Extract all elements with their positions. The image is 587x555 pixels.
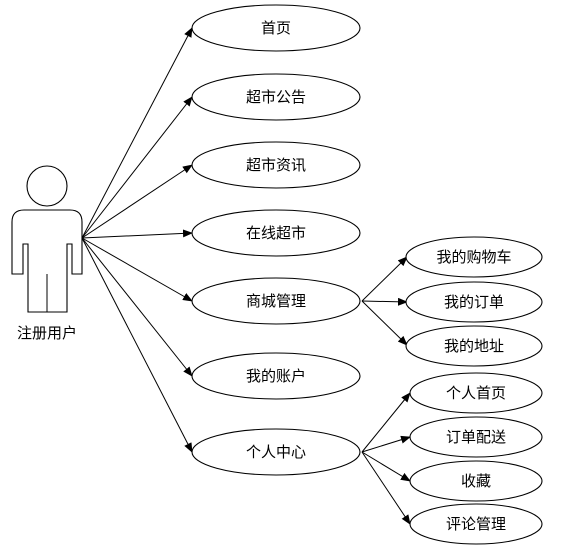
use-case-favorites[interactable]: 收藏 bbox=[409, 460, 543, 502]
main-use-cases: 首页 超市公告 超市资讯 在线超市 商城管理 我的账户 个人中心 bbox=[191, 4, 361, 476]
use-case-notice[interactable]: 超市公告 bbox=[191, 73, 361, 121]
association-arrows bbox=[81, 27, 411, 525]
arrow-to-account bbox=[81, 237, 193, 377]
arrow-to-online bbox=[81, 229, 193, 239]
arrow-to-profile bbox=[361, 392, 411, 453]
use-case-center[interactable]: 个人中心 bbox=[191, 428, 361, 476]
use-case-news-label: 超市资讯 bbox=[246, 156, 306, 174]
arrow-to-favorites bbox=[361, 451, 411, 482]
use-case-address[interactable]: 我的地址 bbox=[405, 325, 543, 367]
use-case-home[interactable]: 首页 bbox=[191, 4, 361, 52]
use-case-home-label: 首页 bbox=[261, 19, 291, 37]
use-case-notice-label: 超市公告 bbox=[246, 88, 306, 106]
use-case-orders-label: 我的订单 bbox=[444, 293, 504, 311]
use-case-news[interactable]: 超市资讯 bbox=[191, 141, 361, 189]
sub-use-cases: 我的购物车 我的订单 我的地址 个人首页 订单配送 收藏 评论管理 bbox=[405, 236, 543, 545]
arrow-to-home bbox=[81, 27, 193, 239]
arrow-to-cart bbox=[361, 256, 408, 302]
use-case-reviews-label: 评论管理 bbox=[446, 515, 506, 533]
use-case-mall[interactable]: 商城管理 bbox=[191, 277, 361, 325]
arrow-to-orders bbox=[361, 297, 408, 306]
use-case-online[interactable]: 在线超市 bbox=[191, 209, 361, 257]
use-case-online-label: 在线超市 bbox=[246, 224, 306, 242]
actor-body bbox=[11, 209, 83, 313]
actor-head bbox=[26, 165, 68, 207]
actor-label: 注册用户 bbox=[17, 324, 77, 342]
use-case-address-label: 我的地址 bbox=[444, 337, 504, 355]
use-case-orders[interactable]: 我的订单 bbox=[405, 281, 543, 323]
use-case-account-label: 我的账户 bbox=[246, 367, 306, 385]
use-case-favorites-label: 收藏 bbox=[461, 472, 491, 490]
arrow-to-news bbox=[81, 164, 193, 239]
use-case-mall-label: 商城管理 bbox=[246, 292, 306, 310]
use-case-account[interactable]: 我的账户 bbox=[191, 352, 361, 400]
arrow-to-reviews bbox=[361, 451, 411, 525]
arrow-to-notice bbox=[81, 96, 193, 239]
use-case-profile-label: 个人首页 bbox=[446, 384, 506, 402]
actor-registered-user: 注册用户 bbox=[11, 165, 83, 342]
arrow-to-delivery bbox=[361, 435, 411, 453]
use-case-cart-label: 我的购物车 bbox=[436, 248, 511, 266]
use-case-delivery[interactable]: 订单配送 bbox=[409, 416, 543, 458]
use-case-reviews[interactable]: 评论管理 bbox=[409, 503, 543, 545]
arrow-to-center bbox=[81, 237, 193, 453]
arrow-to-mall bbox=[81, 237, 193, 302]
use-case-center-label: 个人中心 bbox=[246, 443, 306, 461]
use-case-profile[interactable]: 个人首页 bbox=[409, 372, 543, 414]
arrow-to-address bbox=[361, 300, 408, 346]
use-case-cart[interactable]: 我的购物车 bbox=[405, 236, 543, 278]
use-case-delivery-label: 订单配送 bbox=[446, 428, 506, 446]
